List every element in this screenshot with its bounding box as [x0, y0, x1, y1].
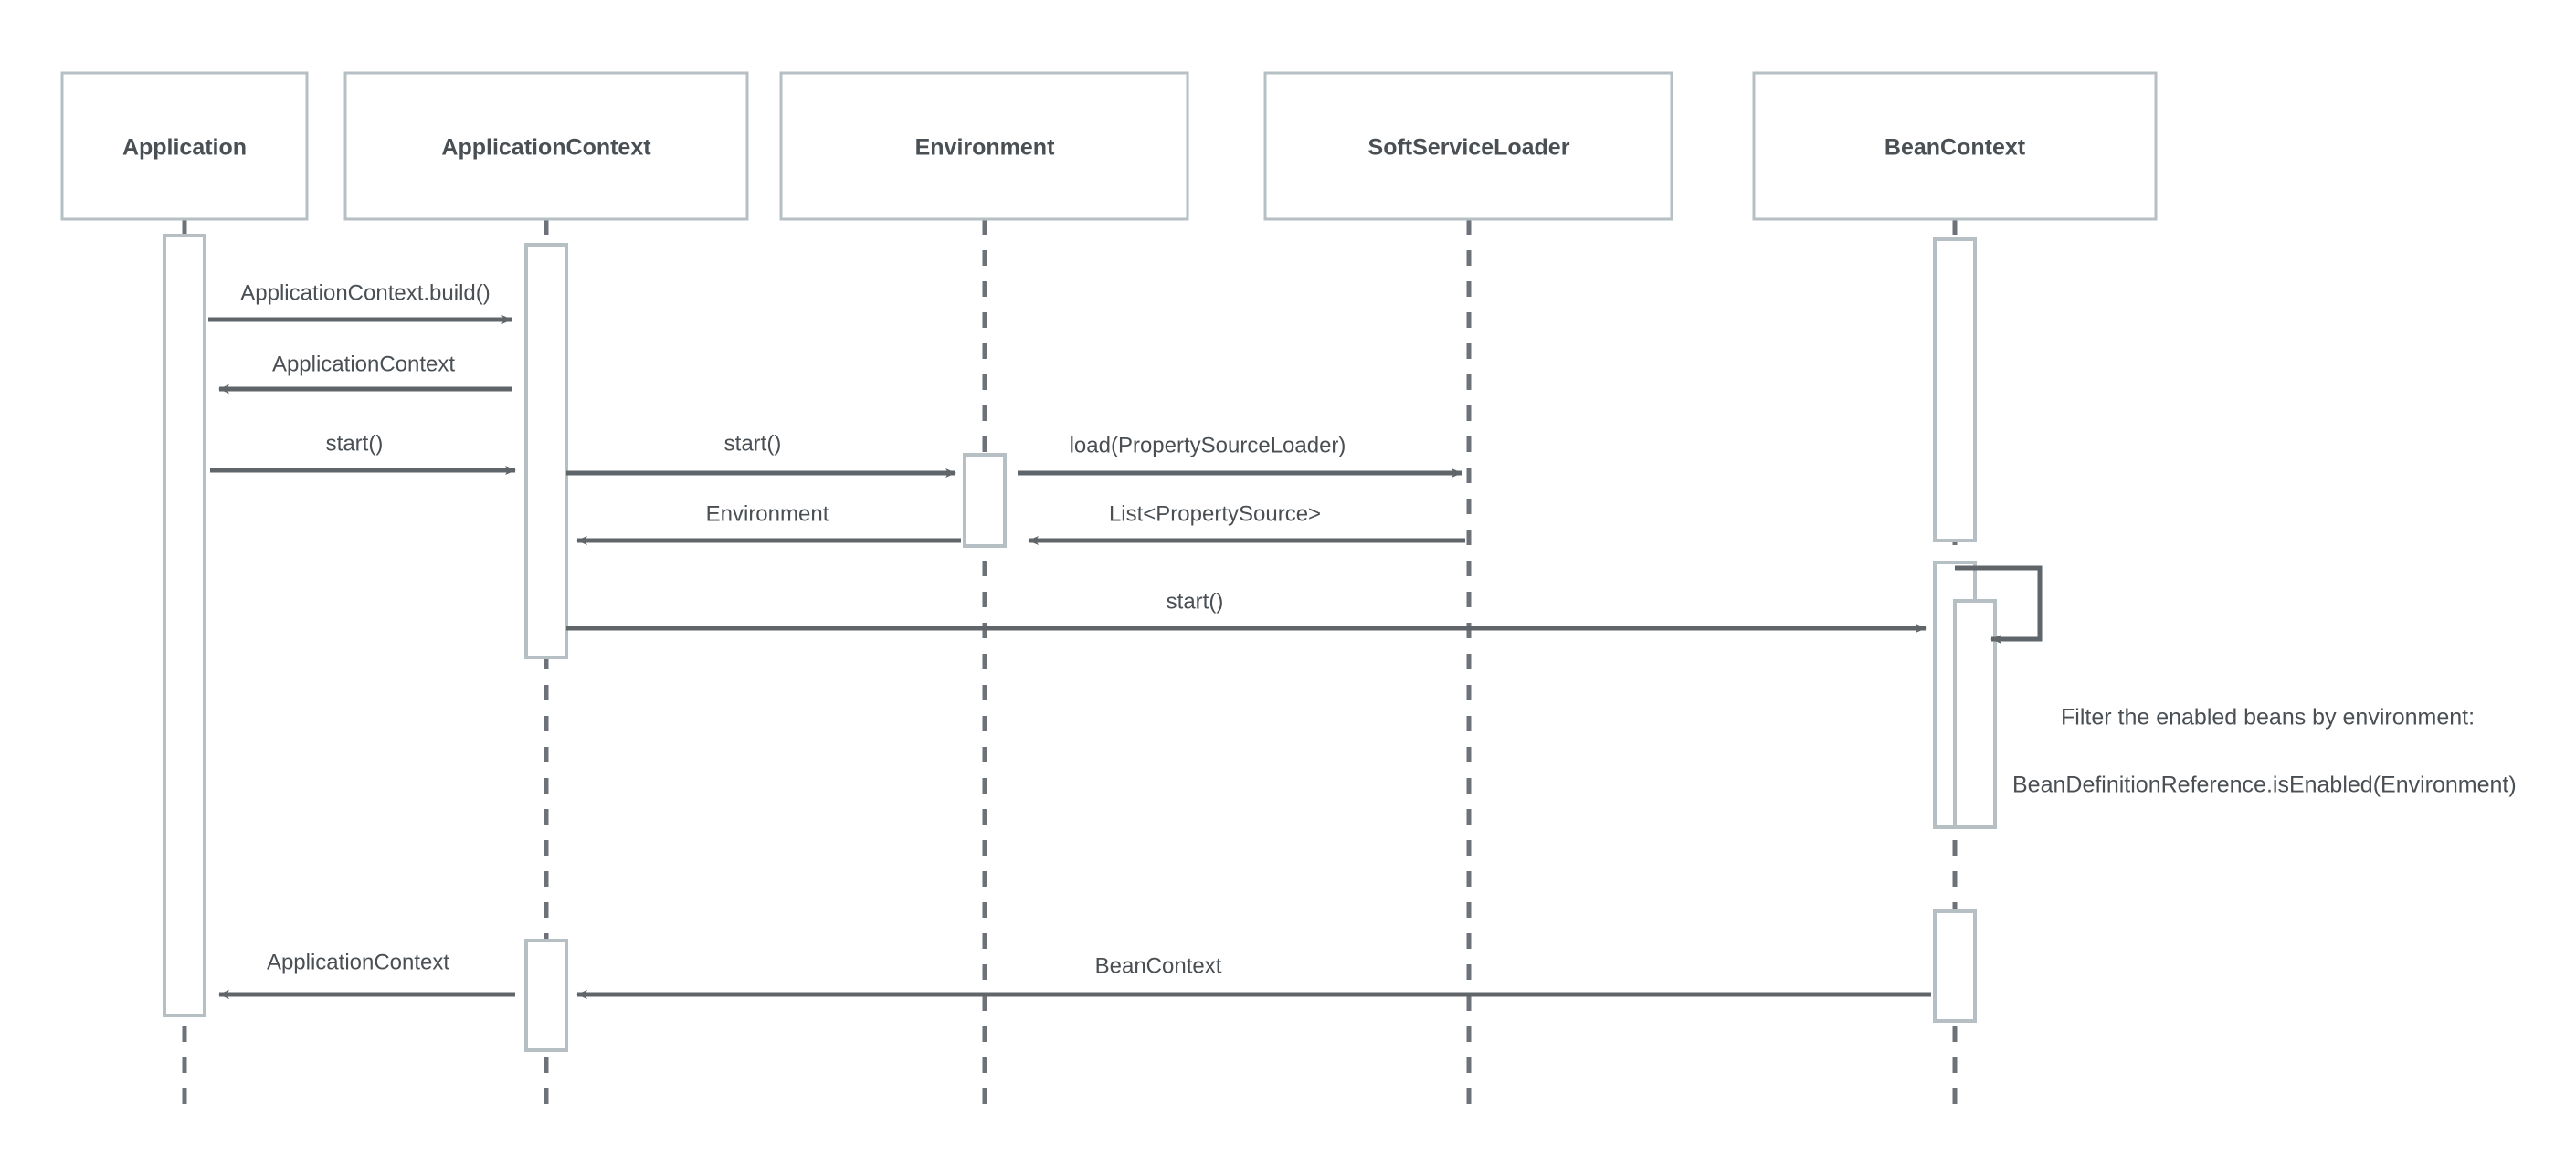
participant-label-softserviceloader: SoftServiceLoader — [1368, 135, 1570, 161]
message-beancontext-return[interactable]: BeanContext — [576, 953, 1931, 999]
message-applicationcontext-build[interactable]: ApplicationContext.build() — [208, 280, 512, 324]
message-load-propertysourceloader[interactable]: load(PropertySourceLoader) — [1018, 433, 1462, 478]
note-filter-enabled-beans: Filter the enabled beans by environment: — [2061, 705, 2475, 731]
participant-box-applicationcontext[interactable] — [343, 71, 749, 221]
activation-bar-beancontext-2-nested[interactable] — [1953, 599, 1997, 829]
message-list-propertysource-return[interactable]: List<PropertySource> — [1028, 501, 1465, 545]
participant-label-application: Application — [122, 135, 247, 161]
message-label: start() — [724, 431, 782, 456]
self-message-arrow-path[interactable] — [1955, 565, 2043, 644]
activation-bar-beancontext-3[interactable] — [1933, 909, 1977, 1023]
participant-label-applicationcontext: ApplicationContext — [441, 135, 651, 161]
message-label: List<PropertySource> — [1109, 501, 1321, 526]
activation-bar-applicationcontext-2[interactable] — [524, 939, 568, 1052]
message-applicationcontext-return[interactable]: ApplicationContext — [218, 352, 512, 394]
message-environment-return[interactable]: Environment — [576, 501, 961, 545]
note-bean-definition-reference: BeanDefinitionReference.isEnabled(Enviro… — [2012, 773, 2517, 798]
message-label: BeanContext — [1095, 953, 1222, 978]
message-start-application-to-applicationcontext[interactable]: start() — [210, 431, 516, 475]
participant-label-beancontext: BeanContext — [1884, 135, 2026, 161]
message-label: load(PropertySourceLoader) — [1070, 433, 1346, 457]
participant-label-environment: Environment — [915, 135, 1055, 161]
participant-box-application[interactable] — [60, 71, 309, 221]
messages-group: ApplicationContext.build() ApplicationCo… — [208, 280, 1931, 999]
message-label: ApplicationContext — [267, 950, 449, 974]
message-label: start() — [1167, 589, 1224, 614]
message-start-applicationcontext-to-beancontext[interactable]: start() — [566, 589, 1927, 633]
participants-group: Application ApplicationContext Environme… — [60, 71, 2158, 221]
activation-bar-environment[interactable] — [963, 453, 1007, 548]
activation-bar-beancontext-1[interactable] — [1933, 237, 1977, 542]
message-applicationcontext-final-return[interactable]: ApplicationContext — [218, 950, 515, 999]
message-label: Environment — [706, 501, 829, 526]
notes-group: Filter the enabled beans by environment:… — [2012, 705, 2517, 798]
message-label: start() — [326, 431, 384, 456]
participant-applicationcontext[interactable]: ApplicationContext — [343, 71, 749, 221]
participant-box-softserviceloader[interactable] — [1263, 71, 1673, 221]
participant-box-environment[interactable] — [779, 71, 1189, 221]
message-label: ApplicationContext.build() — [240, 280, 490, 305]
self-message-beancontext-filter[interactable] — [1955, 565, 2043, 644]
participant-box-beancontext[interactable] — [1752, 71, 2158, 221]
activations-group — [163, 234, 1997, 1052]
activation-bar-applicationcontext-1[interactable] — [524, 243, 568, 659]
participant-beancontext[interactable]: BeanContext — [1752, 71, 2158, 221]
message-label: ApplicationContext — [272, 352, 455, 376]
participant-application[interactable]: Application — [60, 71, 309, 221]
activation-bar-application[interactable] — [163, 234, 206, 1017]
participant-softserviceloader[interactable]: SoftServiceLoader — [1263, 71, 1673, 221]
message-start-applicationcontext-to-environment[interactable]: start() — [566, 431, 956, 478]
participant-environment[interactable]: Environment — [779, 71, 1189, 221]
